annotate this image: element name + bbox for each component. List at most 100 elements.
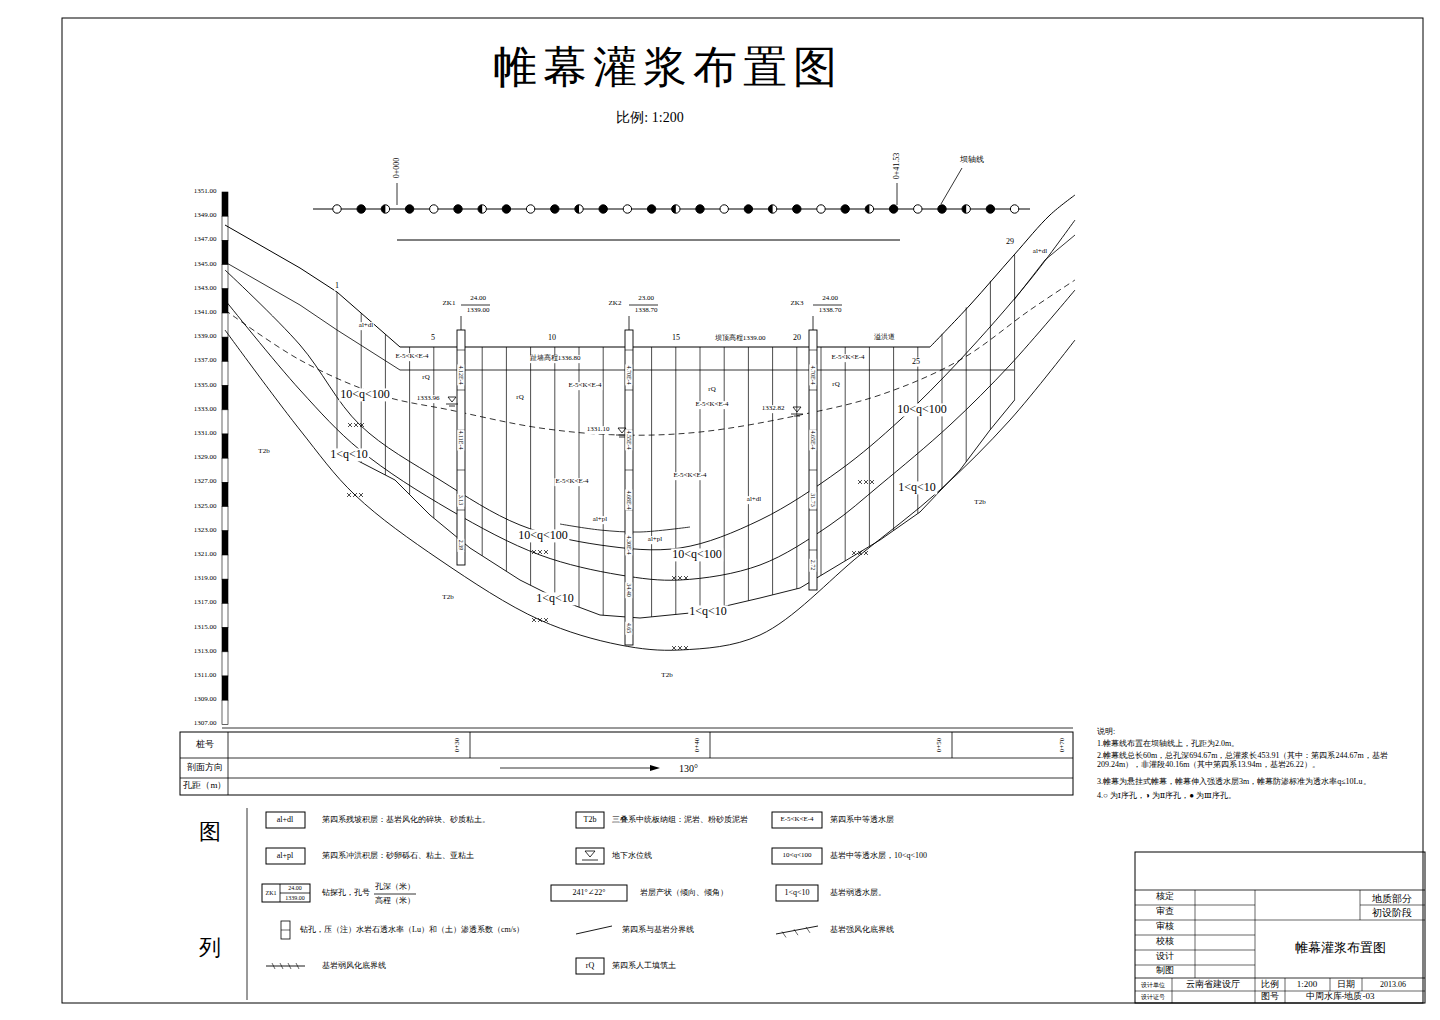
hole-number: 29 [1005, 238, 1015, 247]
stratum-label: T2b [257, 448, 270, 456]
weathering-mark [354, 423, 358, 427]
borehole-callout-line [461, 305, 490, 306]
permeability-value: 4.55E-4 [626, 429, 633, 450]
legend-sample [576, 812, 604, 828]
legend-text: 钻探孔，孔号 [322, 889, 370, 898]
station-tick [897, 183, 898, 205]
elevation-bar [222, 410, 228, 434]
grout-hole-dot [768, 205, 776, 213]
title-block-cell: 地质部分 [1372, 893, 1412, 904]
groundwater-symbol [793, 407, 801, 412]
legend-text: 三叠系中统板纳组：泥岩、粉砂质泥岩 [612, 816, 748, 825]
borehole-callout: 1338.70 [634, 307, 659, 315]
legend-sample [262, 884, 310, 902]
soil-line [225, 262, 400, 370]
weathering-mark [354, 423, 358, 427]
legend-sample-label: al+dl [277, 816, 294, 825]
stratum-label: 10<q<100 [896, 403, 948, 416]
legend-sample-label: E-5<K<E-4 [780, 816, 813, 824]
grout-hole-line [385, 334, 386, 475]
toe-wall-line [400, 370, 1014, 371]
stratum-label: 1331.10 [586, 426, 611, 434]
weathering-mark [538, 550, 542, 554]
grout-hole-line [772, 347, 773, 595]
legend-sample-label: 10<q<100 [783, 852, 812, 860]
elevation-label: 1311.00 [194, 672, 217, 680]
hole-number: 20 [792, 334, 802, 343]
elevation-bar [222, 507, 228, 531]
grout-hole-line [409, 347, 410, 495]
stratum-label: E-5<K<E-4 [567, 382, 602, 390]
legend-sample [266, 812, 305, 828]
elevation-bar [222, 531, 228, 555]
groundwater-symbol [794, 416, 800, 417]
grout-hole-line [603, 347, 604, 615]
legend-text: 岩层产状（倾向、倾角） [640, 889, 728, 898]
borehole-tick [809, 390, 817, 391]
title-block-cell: 比例 [1261, 980, 1279, 990]
weathering-mark [347, 493, 351, 497]
table-cell: 剖面方向 [187, 763, 223, 773]
elevation-bar [222, 628, 228, 652]
elevation-bar [222, 555, 228, 579]
grout-hole-line [337, 292, 338, 450]
legend-sample [772, 812, 822, 828]
grout-hole-dot [599, 205, 607, 213]
weathering-boundary [225, 220, 1075, 550]
design-note: 1.帷幕线布置在坝轴线上，孔距为2.0m。 [1097, 740, 1239, 749]
borehole-leader [629, 316, 630, 330]
legend-sample [585, 851, 595, 857]
design-note: 2.帷幕线总长60m，总孔深694.67m，总灌浆长453.91（其中：第四系2… [1097, 752, 1417, 770]
permeability-value: 2.72 [810, 559, 817, 572]
weathering-mark [532, 618, 536, 622]
borehole-tick [625, 470, 633, 471]
stratum-label: E-5<K<E-4 [394, 353, 429, 361]
legend-sample [296, 963, 299, 969]
stratum-label: T2b [441, 594, 454, 602]
hole-number: 5 [430, 334, 436, 343]
legend-sample [281, 930, 290, 931]
elevation-bar [222, 265, 228, 289]
hole-number: 10 [547, 334, 557, 343]
borehole-callout-line [813, 305, 842, 306]
grout-hole-dot [744, 205, 752, 213]
elevation-label: 1331.00 [194, 430, 217, 438]
legend-sample-label: 24.00 [288, 885, 302, 892]
station-table [180, 732, 1073, 795]
weathering-mark [678, 646, 682, 650]
elevation-label: 1317.00 [194, 600, 217, 608]
permeability-value: 4.65E-4 [810, 429, 817, 450]
weathering-mark [864, 551, 868, 555]
legend-sample [272, 963, 275, 969]
title-block-cell: 日期 [1337, 980, 1355, 990]
groundwater-symbol [791, 414, 803, 415]
stratum-label: rQ [421, 374, 430, 382]
legend-sample-label: 1339.00 [285, 895, 305, 902]
weathering-mark [684, 646, 688, 650]
grout-hole-dot [696, 205, 704, 213]
weathering-mark [672, 646, 676, 650]
elevation-label: 1327.00 [194, 479, 217, 487]
weathering-mark [353, 493, 357, 497]
grout-hole-line [433, 347, 434, 518]
grout-hole-dot [768, 205, 772, 213]
grout-hole-dot [938, 205, 946, 213]
title-block-rule [1285, 978, 1286, 1003]
title-block-rule [1330, 978, 1331, 991]
grout-hole-dot [333, 205, 341, 213]
elevation-label: 1321.00 [194, 551, 217, 559]
borehole-tick [457, 510, 465, 511]
legend-sample [266, 848, 305, 864]
legend-text: 第四系残坡积层：基岩风化的碎块、砂质粘土。 [322, 816, 490, 825]
title-block-cell: 1:200 [1297, 980, 1318, 990]
grout-hole-line [675, 347, 676, 614]
legend-sample [772, 848, 822, 864]
soil-line [1014, 235, 1075, 300]
weathering-mark [684, 576, 688, 580]
weathering-mark [532, 550, 536, 554]
elevation-note: 坝顶高程1339.00 [714, 335, 767, 343]
title-block-rule [1135, 978, 1425, 979]
legend-sample-label: 241°∠22° [572, 889, 605, 898]
legend-heading: 列 [199, 936, 221, 960]
